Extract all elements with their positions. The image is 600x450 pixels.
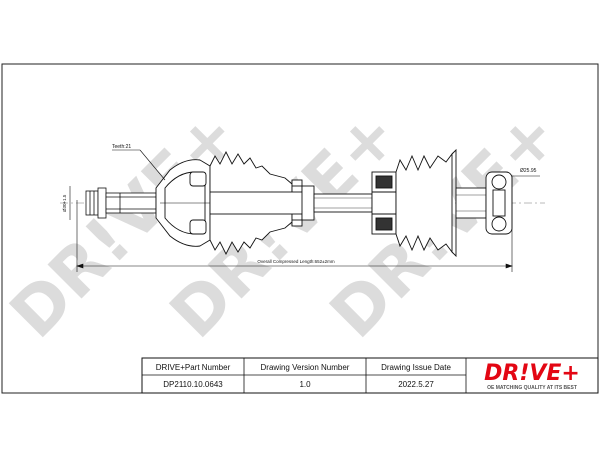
teeth-label: Teeth:21 <box>112 144 131 150</box>
shaft-diameter-label: Ø25.95 <box>520 168 537 174</box>
header-version: Drawing Version Number <box>261 363 350 372</box>
header-issue-date: Drawing Issue Date <box>381 363 451 372</box>
brand-tagline: OE MATCHING QUALITY AT ITS BEST <box>487 385 577 391</box>
value-part-number: DP2110.10.0643 <box>163 380 223 389</box>
inner-bearing <box>371 171 397 235</box>
overall-length-label: Overall Compressed Length:652±2mm <box>257 259 335 264</box>
main-shaft <box>209 185 373 221</box>
brand-logo-text: DR!VE+ <box>484 361 580 386</box>
dimensions <box>69 149 540 272</box>
left-diameter-label: Ø30+1.5 <box>62 194 67 212</box>
title-block <box>141 357 599 394</box>
header-part-number: DRIVE+Part Number <box>156 363 231 372</box>
inner-joint-housing <box>455 171 513 235</box>
brand-logo: DR!VE+ OE MATCHING QUALITY AT ITS BEST <box>484 361 580 391</box>
value-version: 1.0 <box>299 380 311 389</box>
left-stub-shaft <box>85 187 157 219</box>
inner-boot <box>395 148 457 258</box>
value-issue-date: 2022.5.27 <box>398 380 434 389</box>
